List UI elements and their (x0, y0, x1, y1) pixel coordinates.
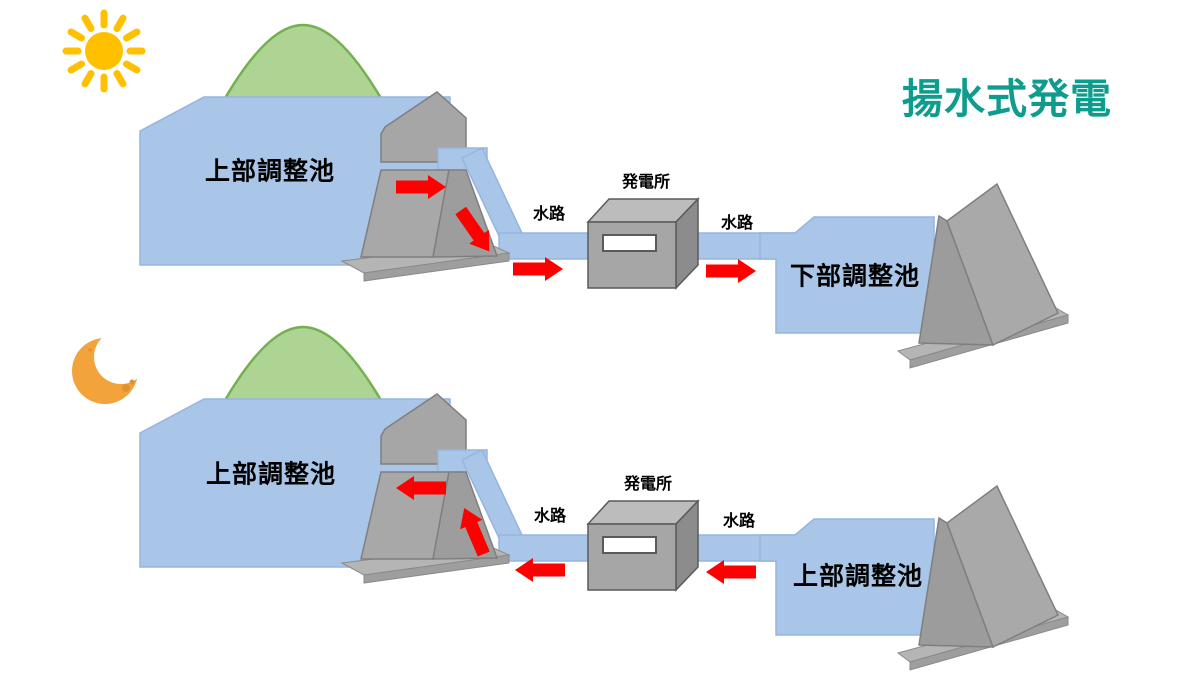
night-upper-reservoir-label: 上部調整池 (205, 460, 337, 489)
flow-arrow-right (706, 259, 756, 283)
day-upper-reservoir-label: 上部調整池 (204, 157, 336, 186)
flow-arrow-right (513, 257, 563, 281)
moon-icon (72, 330, 148, 404)
night-waterway-left-label: 水路 (533, 508, 567, 525)
night-scene (138, 325, 1070, 672)
night-lower-reservoir-label: 上部調整池 (792, 562, 924, 591)
day-lower-reservoir-label: 下部調整池 (789, 262, 921, 291)
day-powerhouse-label: 発電所 (621, 174, 671, 191)
flow-arrow-left (706, 560, 756, 584)
night-powerhouse-label: 発電所 (623, 476, 673, 493)
night-waterway-right-label: 水路 (722, 513, 756, 530)
page-title: 揚水式発電 (902, 76, 1112, 122)
sun-icon (62, 9, 146, 93)
day-waterway-left-label: 水路 (532, 206, 566, 223)
day-waterway-right-label: 水路 (720, 215, 754, 232)
